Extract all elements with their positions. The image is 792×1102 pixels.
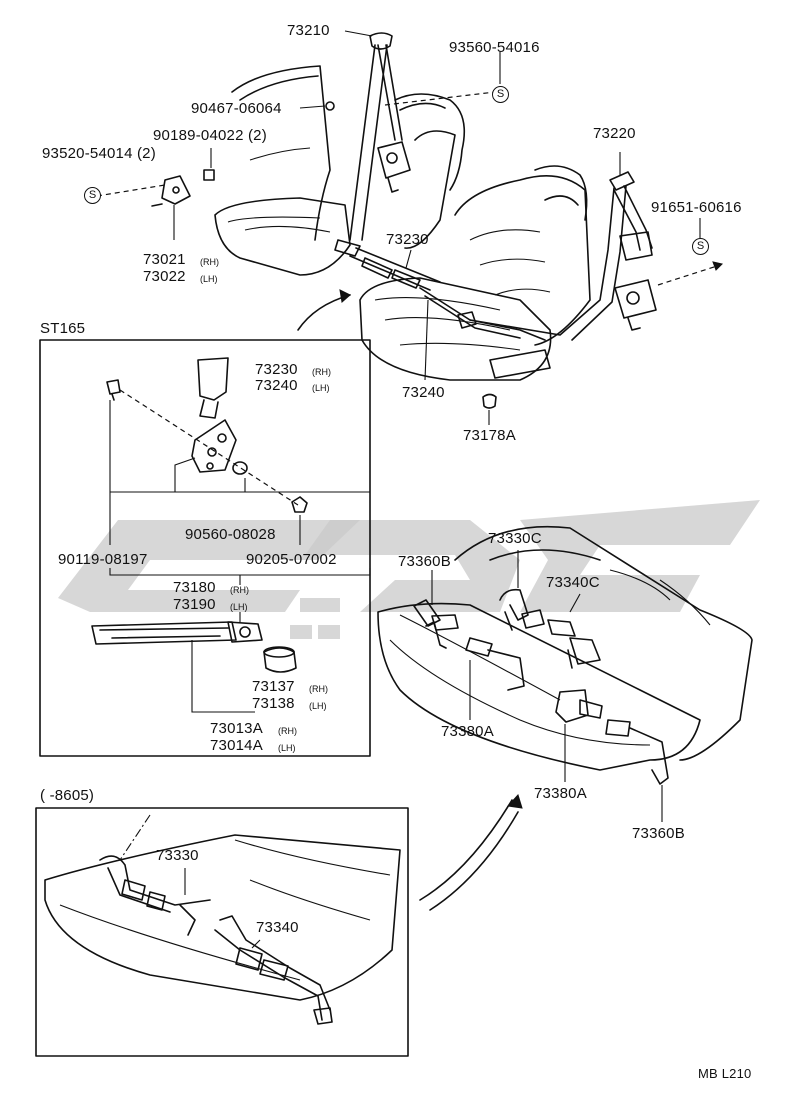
inset-st165-frame — [39, 339, 371, 757]
label-73190: 73190 — [173, 596, 216, 613]
label-73014a: 73014A — [210, 737, 263, 754]
label-90119-08197: 90119-08197 — [58, 551, 148, 568]
label-leaders-top — [173, 30, 701, 425]
label-suffix-lh: (LH) — [278, 743, 296, 753]
label-suffix-rh: (RH) — [230, 585, 249, 595]
inset-8605-title: ( -8605) — [40, 787, 95, 804]
label-73138: 73138 — [252, 695, 295, 712]
leader-93560 — [384, 91, 496, 106]
label-73013a: 73013A — [210, 720, 263, 737]
label-90467-06064: 90467-06064 — [191, 100, 282, 117]
inset-8605-drawing — [44, 814, 401, 1025]
inset-st165-title: ST165 — [40, 320, 86, 337]
seat-belt-73220 — [469, 171, 723, 341]
watermark-logo — [58, 500, 760, 639]
s-mark-icon: S — [492, 86, 509, 103]
label-73380a-right: 73380A — [534, 785, 587, 802]
label-73360b-left: 73360B — [398, 553, 451, 570]
label-93560-54016: 93560-54016 — [449, 39, 540, 56]
s-mark-icon: S — [84, 187, 101, 204]
label-suffix-lh: (LH) — [309, 701, 327, 711]
label-suffix-lh: (LH) — [312, 383, 330, 393]
label-73240-top: 73240 — [402, 384, 445, 401]
label-suffix-rh: (RH) — [200, 257, 219, 267]
seat-belt-73210 — [151, 32, 551, 409]
leader-93520 — [96, 184, 166, 197]
s-mark-icon: S — [692, 238, 709, 255]
label-73340c: 73340C — [546, 574, 600, 591]
label-73021: 73021 — [143, 251, 186, 268]
label-73240: 73240 — [255, 377, 298, 394]
label-73330c: 73330C — [488, 530, 542, 547]
label-90189-04022: 90189-04022 (2) — [153, 127, 267, 144]
inset-st165-drawing — [91, 357, 371, 713]
curved-arrow — [419, 794, 523, 911]
label-suffix-rh: (RH) — [312, 367, 331, 377]
label-90560-08028: 90560-08028 — [185, 526, 276, 543]
label-73340: 73340 — [256, 919, 299, 936]
label-suffix-rh: (RH) — [278, 726, 297, 736]
label-73178a: 73178A — [463, 427, 516, 444]
label-73360b-right: 73360B — [632, 825, 685, 842]
label-73022: 73022 — [143, 268, 186, 285]
front-seat-assembly — [214, 65, 591, 381]
label-73330: 73330 — [156, 847, 199, 864]
label-73137: 73137 — [252, 678, 295, 695]
label-90205-07002: 90205-07002 — [246, 551, 337, 568]
label-suffix-lh: (LH) — [200, 274, 218, 284]
label-73220: 73220 — [593, 125, 636, 142]
label-73230: 73230 — [255, 361, 298, 378]
inset-8605-frame — [35, 807, 409, 1057]
label-73180: 73180 — [173, 579, 216, 596]
label-91651-60616: 91651-60616 — [651, 199, 742, 216]
rear-seat-assembly — [377, 525, 753, 822]
label-93520-54014: 93520-54014 (2) — [42, 145, 156, 162]
label-suffix-lh: (LH) — [230, 602, 248, 612]
label-suffix-rh: (RH) — [309, 684, 328, 694]
diagram-code: MB L210 — [698, 1066, 752, 1081]
label-73210: 73210 — [287, 22, 330, 39]
label-73380a-left: 73380A — [441, 723, 494, 740]
label-73230-top: 73230 — [386, 231, 429, 248]
